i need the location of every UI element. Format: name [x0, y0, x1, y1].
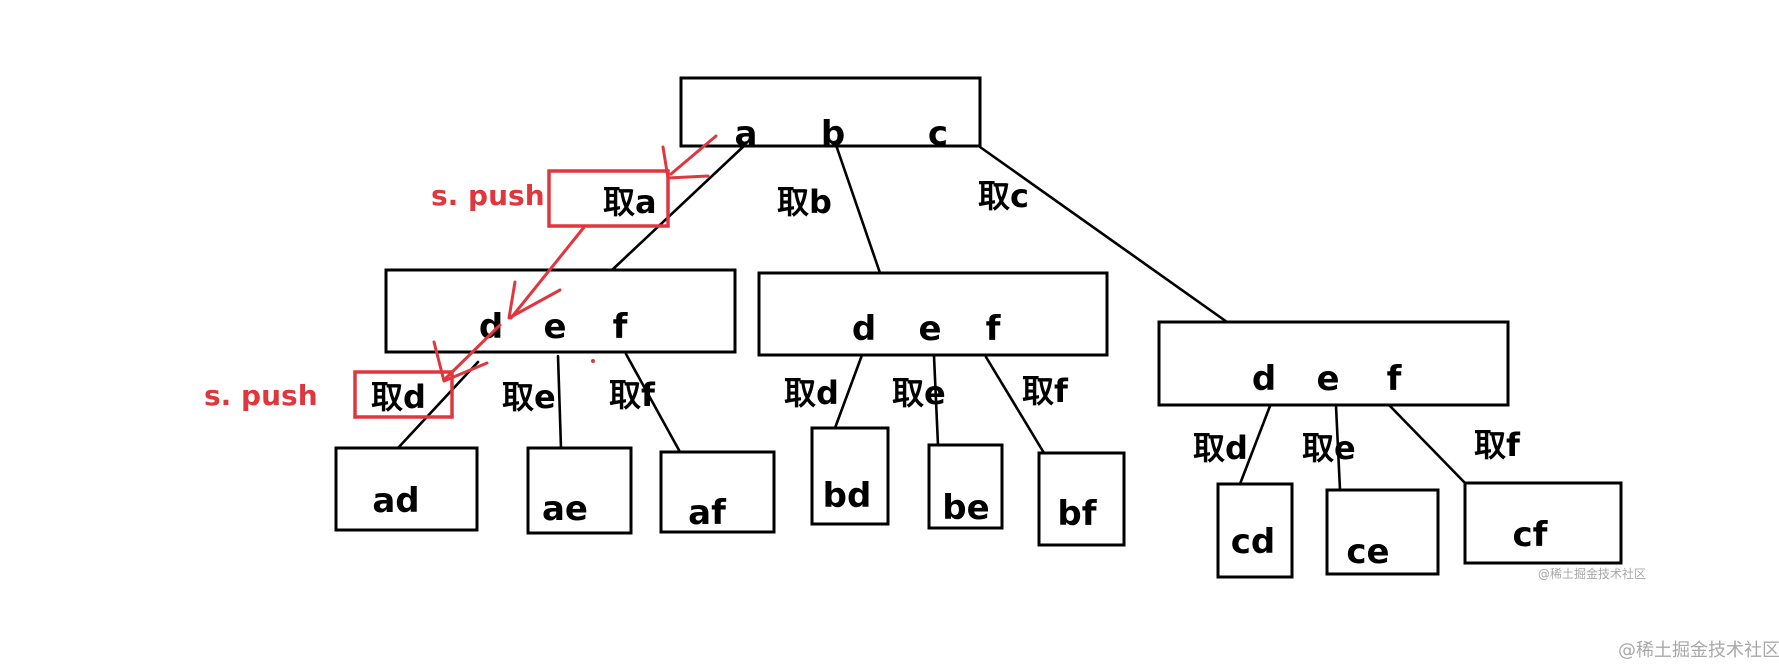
edge-labels: 取a 取b 取c 取d 取e 取f 取d 取e 取f 取d 取e 取f — [371, 177, 1521, 467]
leaf-ae: ae — [542, 489, 588, 529]
edge-b-to-be — [932, 354, 940, 447]
red-dot-mark — [591, 359, 595, 363]
edge-label-b-take-e: 取e — [892, 374, 946, 412]
edge-c-to-cd — [1238, 404, 1272, 486]
edge-label-a-take-d: 取d — [371, 378, 426, 416]
leaf-ae-box — [526, 446, 633, 535]
edge-label-take-a: 取a — [603, 183, 657, 221]
level2-b-letter-e: e — [918, 309, 941, 349]
edge-label-c-take-e: 取e — [1302, 429, 1356, 467]
leaf-ce-box — [1325, 488, 1440, 576]
level2-c-letter-e: e — [1316, 359, 1339, 399]
arrow-into-take-a-head — [661, 145, 710, 180]
level2-b-letter-f: f — [986, 309, 1002, 349]
edge-label-a-take-e: 取e — [502, 378, 556, 416]
leaf-bd-box — [810, 426, 890, 526]
leaf-ad-box — [334, 446, 479, 532]
level2-node-b-box — [757, 271, 1109, 357]
leaf-ce: ce — [1346, 532, 1389, 572]
edge-label-b-take-f: 取f — [1022, 372, 1069, 410]
arrow-node-a-to-take-d-head — [432, 340, 489, 383]
arrow-take-a-to-node-a — [509, 224, 587, 320]
edge-label-c-take-f: 取f — [1474, 426, 1521, 464]
push-label-2: s. push — [204, 379, 318, 412]
leaf-cd-box — [1216, 482, 1294, 579]
arrow-node-a-to-take-d — [444, 323, 502, 380]
edge-c-to-cf — [1388, 404, 1467, 485]
level2-node-c: d e f — [1157, 320, 1510, 407]
leaf-cf: cf — [1513, 515, 1549, 555]
highlight-box-take-d — [353, 370, 454, 419]
edge-label-c-take-d: 取d — [1193, 429, 1248, 467]
leaf-nodes: ad ae af bd be bf cd ce cf — [334, 426, 1623, 579]
root-letter-c: c — [928, 114, 948, 154]
highlight-box-take-a — [547, 169, 670, 228]
leaf-be: be — [942, 488, 989, 528]
root-letter-b: b — [821, 114, 845, 154]
root-node: a b c — [679, 76, 982, 154]
level2-c-letter-f: f — [1387, 359, 1403, 399]
edge-label-b-take-d: 取d — [784, 374, 839, 412]
edge-a-to-af — [624, 352, 682, 454]
level2-b-letter-d: d — [852, 309, 876, 349]
watermark-small: @稀土掘金技术社区 — [1538, 566, 1646, 581]
level2-node-c-box — [1157, 320, 1510, 407]
edge-a-to-ad — [396, 360, 480, 450]
arrow-take-a-to-node-a-head — [507, 280, 562, 320]
watermark-corner: @稀土掘金技术社区 — [1618, 640, 1779, 661]
leaf-bf: bf — [1057, 494, 1097, 534]
push-annotations: s. push s. push — [204, 134, 718, 419]
level2-c-letter-d: d — [1252, 359, 1276, 399]
level2-a-letter-e: e — [543, 307, 566, 347]
leaf-cd: cd — [1231, 522, 1276, 562]
level2-a-letter-f: f — [613, 307, 629, 347]
root-node-box — [679, 76, 982, 148]
edge-root-to-node-c — [978, 145, 1229, 324]
leaf-bd: bd — [823, 476, 872, 516]
leaf-af-box — [659, 450, 776, 534]
edge-a-to-ae — [556, 354, 563, 450]
leaf-cf-box — [1463, 481, 1623, 565]
edge-c-to-ce — [1334, 404, 1342, 492]
root-letter-a: a — [735, 114, 758, 154]
edge-b-to-bd — [833, 353, 864, 430]
edge-label-take-c: 取c — [978, 177, 1029, 215]
leaf-ad: ad — [372, 481, 419, 521]
edge-label-take-b: 取b — [777, 183, 832, 221]
arrow-into-take-a — [669, 134, 718, 176]
push-label-1: s. push — [431, 179, 545, 212]
edge-root-to-node-a — [610, 143, 747, 272]
leaf-be-box — [927, 443, 1004, 530]
edge-label-a-take-f: 取f — [609, 376, 656, 414]
leaf-af: af — [688, 493, 727, 533]
tree-edges — [396, 143, 1467, 492]
level2-node-b: d e f — [757, 271, 1109, 357]
level2-node-a-box — [384, 268, 737, 354]
edge-root-to-node-b — [834, 143, 882, 275]
edge-b-to-bf — [984, 355, 1046, 455]
leaf-bf-box — [1037, 451, 1126, 547]
level2-node-a: d e f — [384, 268, 737, 354]
